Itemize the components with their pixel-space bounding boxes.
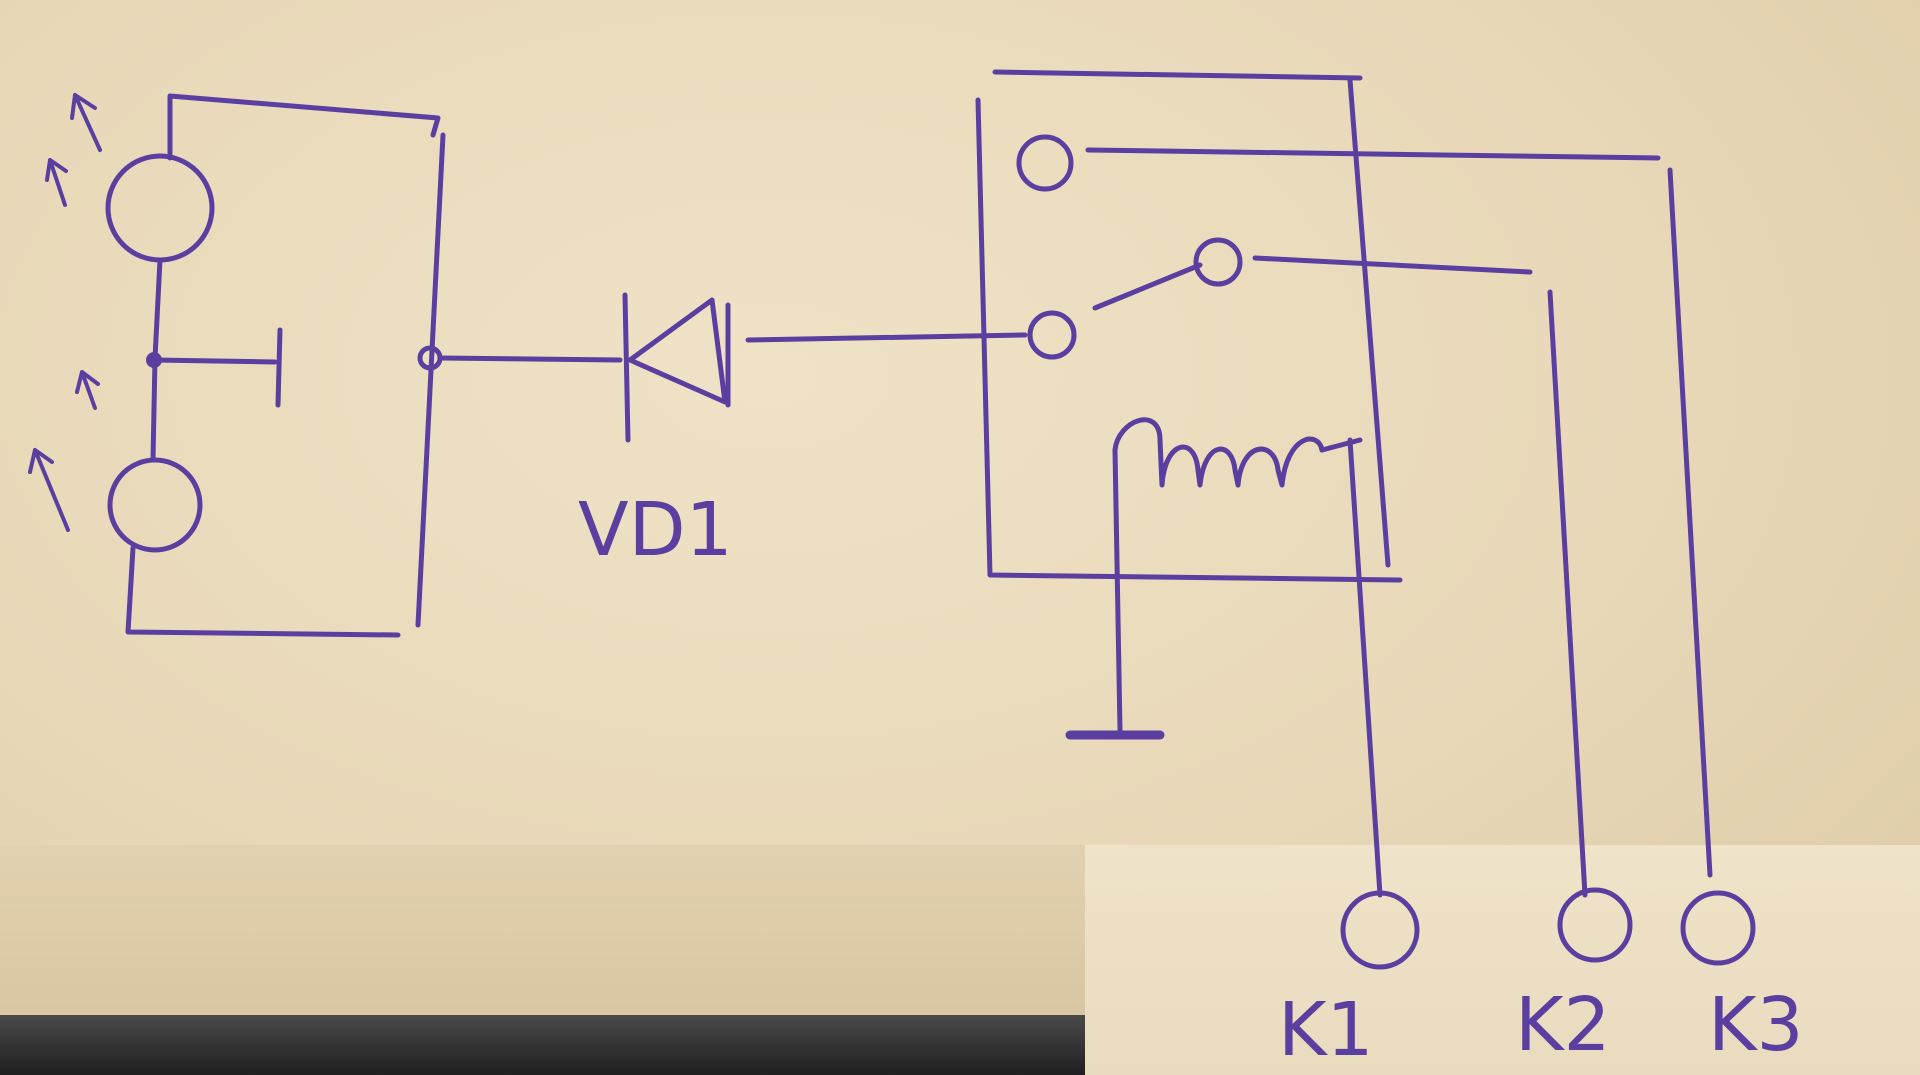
relay-contact-common bbox=[1027, 310, 1077, 360]
switch-lever bbox=[1092, 262, 1203, 311]
diode-cathode-bar bbox=[622, 292, 631, 443]
wire-k3-down bbox=[1667, 167, 1713, 878]
terminal-k1 bbox=[1340, 890, 1420, 970]
wire-k1-down bbox=[1347, 437, 1383, 898]
terminal-k2 bbox=[1557, 887, 1633, 963]
paper-lower-right-sheet bbox=[1085, 845, 1920, 1075]
wire-k2-top bbox=[1252, 255, 1533, 275]
diode-label: VD1 bbox=[578, 487, 733, 573]
relay-contact-switch bbox=[1193, 237, 1243, 287]
ground-wire bbox=[1112, 447, 1123, 733]
wire-k2-down bbox=[1547, 289, 1588, 898]
relay-frame-left-bottom bbox=[975, 97, 1403, 583]
left-frame-bottom bbox=[125, 545, 401, 638]
diode-triangle-icon bbox=[627, 297, 728, 405]
terminal-k2-label: K2 bbox=[1515, 982, 1611, 1068]
relay-frame-top bbox=[992, 69, 1363, 81]
desk-surface bbox=[0, 1015, 1085, 1075]
relay-frame-right bbox=[1347, 77, 1391, 568]
left-frame-top bbox=[167, 93, 441, 161]
terminal-k3 bbox=[1680, 890, 1756, 966]
relay-coil-icon bbox=[1112, 417, 1325, 488]
light-arrow-icon bbox=[45, 158, 68, 207]
left-frame-right bbox=[415, 132, 446, 628]
bottom-sensor-circle bbox=[107, 457, 203, 553]
light-arrow-icon bbox=[70, 93, 102, 152]
stub-wire bbox=[151, 357, 278, 365]
paper-shadow-region bbox=[0, 845, 1085, 1015]
terminal-k1-label: K1 bbox=[1278, 987, 1374, 1073]
top-sensor-circle bbox=[105, 153, 215, 263]
light-arrow-icon bbox=[75, 370, 100, 410]
stub-terminal-bar bbox=[275, 327, 283, 408]
coil-link-wire bbox=[1319, 437, 1363, 453]
relay-contact-top bbox=[1016, 134, 1074, 192]
wire-k3-top bbox=[1085, 147, 1661, 161]
sensor-pair bbox=[28, 93, 283, 553]
diode-vd1: VD1 bbox=[578, 292, 733, 573]
wire-to-diode bbox=[437, 355, 623, 363]
light-arrow-icon bbox=[28, 448, 70, 532]
relay-block bbox=[975, 69, 1403, 740]
wire-to-relay bbox=[745, 332, 1028, 343]
terminal-k3-label: K3 bbox=[1708, 982, 1804, 1068]
